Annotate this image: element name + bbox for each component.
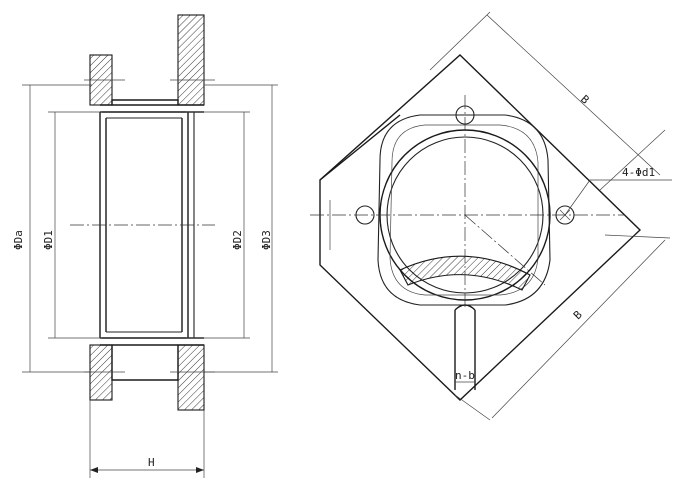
side-view: ΦDa ΦD1 ΦD2 ΦD3 H [12,14,278,478]
dim-h-label: H [148,456,155,469]
flange-right-top [177,14,205,106]
dim-b-top-label: B [578,93,592,107]
outer-plate [319,54,642,401]
dim-slot-label: n-b [455,369,475,382]
dim-d3-label: ΦD3 [260,230,273,250]
ring-outer [377,114,551,306]
dim-holes-label: 4-Φd1 [622,166,655,179]
top-hub [111,99,179,105]
flange-left-bottom [89,344,113,401]
dim-b-right-label: B [571,308,585,322]
dim-da-label: ΦDa [12,230,25,250]
flange-right-bottom [177,344,205,411]
dim-d2-label: ΦD2 [231,230,244,250]
dim-d1-label: ΦD1 [42,230,55,250]
bottom-hub [111,345,179,381]
front-view: B B 4-Φd1 n-b [310,11,672,421]
